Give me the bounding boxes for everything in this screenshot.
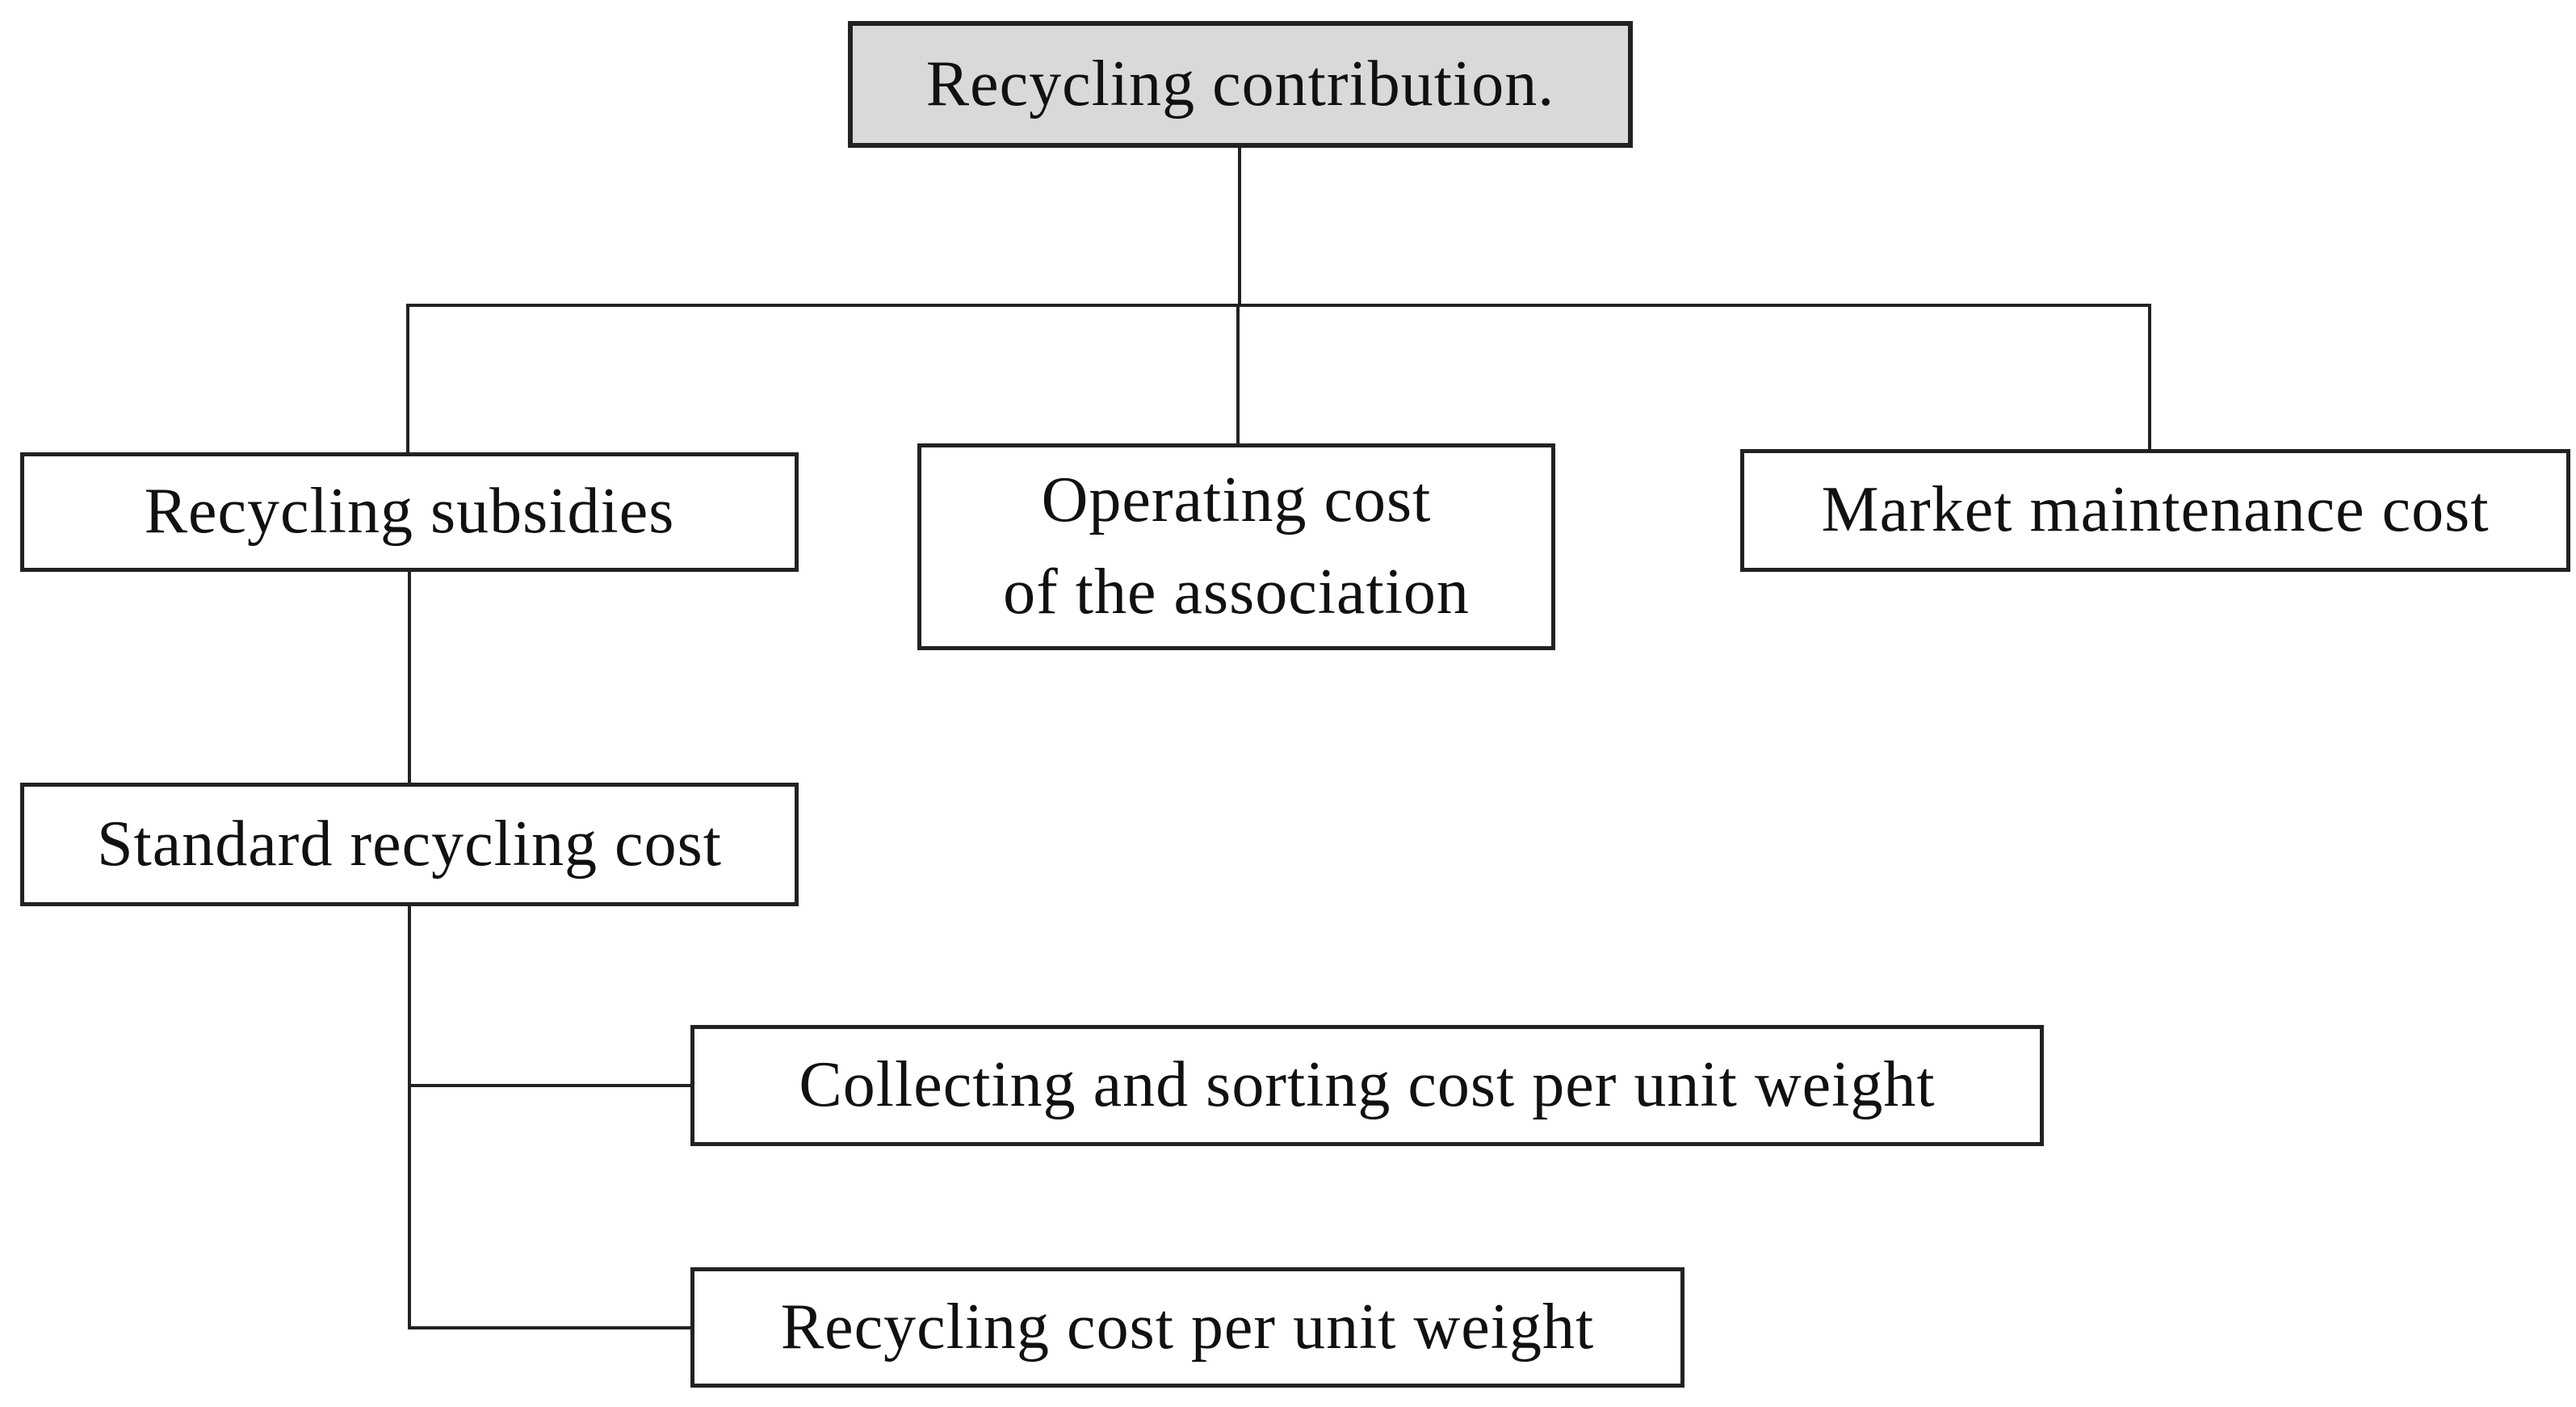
connector-middle-branch-vertical bbox=[1236, 304, 1240, 447]
connector-root-vertical bbox=[1238, 145, 1241, 306]
node-market-maintenance-cost: Market maintenance cost bbox=[1740, 449, 2570, 572]
connector-subsidies-to-standard bbox=[408, 570, 411, 784]
node-standard-recycling-cost-label: Standard recycling cost bbox=[97, 808, 722, 880]
connector-left-branch-vertical bbox=[406, 304, 409, 456]
node-recycling-subsidies: Recycling subsidies bbox=[20, 452, 799, 572]
node-operating-cost-of-association-label: Operating cost of the association bbox=[1003, 464, 1470, 628]
node-operating-cost-of-association: Operating cost of the association bbox=[917, 443, 1555, 650]
connector-main-horizontal bbox=[406, 304, 2151, 307]
node-recycling-cost-per-unit-weight: Recycling cost per unit weight bbox=[690, 1267, 1684, 1388]
node-recycling-contribution: Recycling contribution. bbox=[848, 21, 1633, 148]
node-collecting-sorting-cost: Collecting and sorting cost per unit wei… bbox=[690, 1025, 2044, 1146]
node-market-maintenance-cost-label: Market maintenance cost bbox=[1821, 474, 2490, 546]
node-recycling-cost-per-unit-weight-label: Recycling cost per unit weight bbox=[780, 1291, 1595, 1363]
connector-stub-recycling-cost bbox=[408, 1326, 692, 1329]
node-collecting-sorting-cost-label: Collecting and sorting cost per unit wei… bbox=[799, 1049, 1936, 1121]
connector-right-branch-vertical bbox=[2148, 304, 2151, 452]
node-recycling-contribution-label: Recycling contribution. bbox=[925, 48, 1555, 120]
connector-standard-trunk-vertical bbox=[408, 905, 411, 1329]
node-recycling-subsidies-label: Recycling subsidies bbox=[144, 476, 675, 548]
connector-stub-collecting bbox=[408, 1084, 692, 1087]
node-standard-recycling-cost: Standard recycling cost bbox=[20, 783, 799, 906]
